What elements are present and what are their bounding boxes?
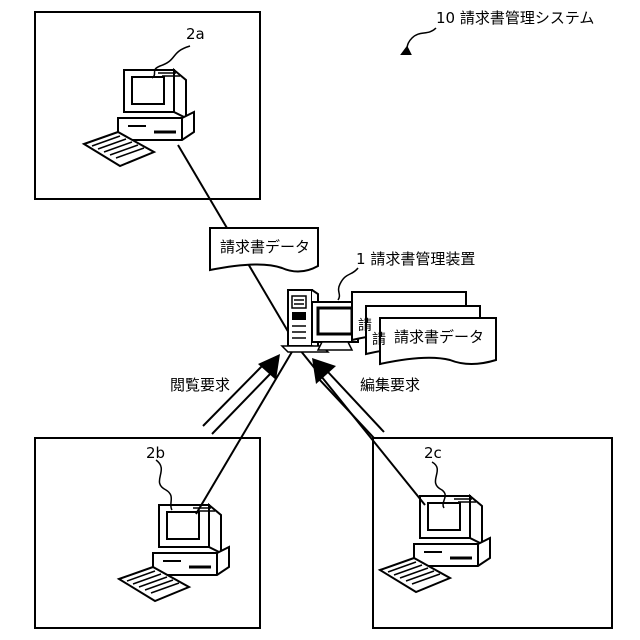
device-ref: 1 bbox=[356, 250, 366, 268]
terminal-2b-label: 2b bbox=[146, 446, 165, 461]
system-label: 10 請求書管理システム bbox=[436, 11, 594, 26]
system-ref: 10 bbox=[436, 9, 455, 27]
invoice-data-near-2a: 請求書データ bbox=[220, 240, 310, 255]
device-name: 請求書管理装置 bbox=[370, 250, 475, 268]
terminal-2a-computer-icon bbox=[84, 70, 194, 166]
terminal-2a-label: 2a bbox=[186, 27, 205, 42]
terminal-2c-label: 2c bbox=[424, 446, 442, 461]
terminal-2b-computer-icon bbox=[119, 505, 229, 601]
back-document-fragment: 請 bbox=[358, 318, 372, 334]
view-request-label: 閲覧要求 bbox=[170, 378, 230, 393]
terminal-2c-computer-icon bbox=[380, 496, 490, 592]
leader-2b bbox=[156, 460, 172, 510]
view-request-arrow bbox=[203, 354, 280, 434]
edit-request-arrow bbox=[312, 358, 384, 438]
edit-request-label: 編集要求 bbox=[360, 378, 420, 393]
device-label: 1 請求書管理装置 bbox=[356, 252, 475, 267]
invoice-data-front-stack: 請求書データ bbox=[394, 330, 484, 345]
connection-2b bbox=[196, 345, 296, 514]
middle-document-fragment: 請 bbox=[372, 332, 386, 348]
leader-10 bbox=[402, 28, 436, 54]
system-name: 請求書管理システム bbox=[460, 9, 595, 27]
